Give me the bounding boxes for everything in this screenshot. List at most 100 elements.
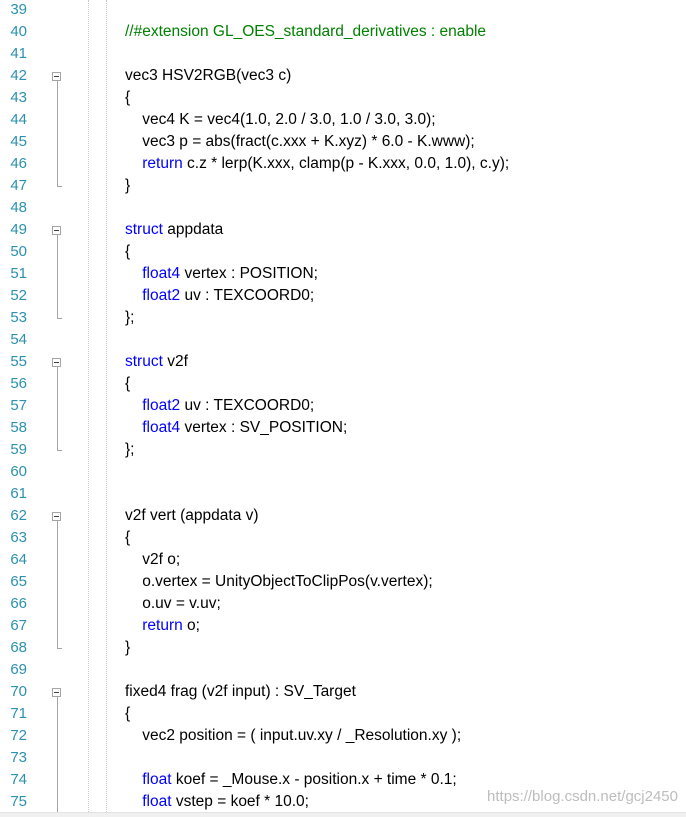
collapse-icon[interactable] [52, 226, 61, 235]
code-token [125, 617, 142, 634]
fold-range-line [57, 81, 58, 186]
code-line[interactable]: } [125, 175, 130, 197]
code-line[interactable]: }; [125, 439, 134, 461]
code-line[interactable]: { [125, 373, 130, 395]
fold-range-line [57, 697, 58, 816]
line-number: 47 [10, 177, 27, 194]
line-number: 75 [10, 793, 27, 810]
fold-range-line [57, 367, 58, 450]
line-number: 49 [10, 221, 27, 238]
code-line[interactable]: v2f o; [125, 549, 180, 571]
code-token: } [125, 639, 131, 656]
line-number: 66 [10, 595, 27, 612]
code-token: vertex : POSITION; [180, 265, 318, 282]
code-line[interactable]: { [125, 703, 130, 725]
code-keyword: float [142, 793, 172, 810]
code-token: uv : TEXCOORD0; [180, 397, 315, 414]
code-token [125, 397, 142, 414]
code-token: }; [125, 309, 135, 326]
code-token: vec3 p = abs(fract(c.xxx + K.xyz) * 6.0 … [125, 133, 475, 150]
fold-end-mark [57, 186, 62, 187]
code-line[interactable]: fixed4 frag (v2f input) : SV_Target [125, 681, 356, 703]
code-token: c.z * lerp(K.xxx, clamp(p - K.xxx, 0.0, … [182, 155, 510, 172]
code-token: v2f o; [125, 551, 181, 568]
line-number: 68 [10, 639, 27, 656]
line-number: 41 [10, 45, 27, 62]
code-line[interactable]: } [125, 637, 130, 659]
indent-guide [106, 0, 107, 812]
line-number: 57 [10, 397, 27, 414]
code-token: vec3 HSV2RGB(vec3 c) [125, 67, 292, 84]
code-line[interactable]: struct appdata [125, 219, 223, 241]
code-token: } [125, 177, 131, 194]
collapse-icon[interactable] [52, 512, 61, 521]
code-line[interactable]: float4 vertex : POSITION; [125, 263, 318, 285]
code-token: vertex : SV_POSITION; [180, 419, 348, 436]
code-line[interactable]: { [125, 87, 130, 109]
collapse-icon[interactable] [52, 688, 61, 697]
code-token: appdata [162, 221, 224, 238]
line-number: 44 [10, 111, 27, 128]
code-line[interactable]: return o; [125, 615, 200, 637]
fold-end-mark [57, 648, 62, 649]
line-number: 61 [10, 485, 27, 502]
horizontal-scrollbar[interactable] [0, 812, 686, 817]
code-token: }; [125, 441, 135, 458]
code-line[interactable]: return c.z * lerp(K.xxx, clamp(p - K.xxx… [125, 153, 509, 175]
code-line[interactable]: vec3 HSV2RGB(vec3 c) [125, 65, 291, 87]
line-number: 59 [10, 441, 27, 458]
code-line[interactable]: vec4 K = vec4(1.0, 2.0 / 3.0, 1.0 / 3.0,… [125, 109, 436, 131]
line-number: 43 [10, 89, 27, 106]
line-number: 50 [10, 243, 27, 260]
code-token: v2f vert (appdata v) [125, 507, 259, 524]
code-text-area[interactable]: //#extension GL_OES_standard_derivatives… [105, 0, 686, 816]
line-number: 65 [10, 573, 27, 590]
line-number: 62 [10, 507, 27, 524]
code-line[interactable]: { [125, 527, 130, 549]
code-keyword: return [142, 617, 183, 634]
code-token [125, 265, 142, 282]
code-token: fixed4 frag (v2f input) : SV_Target [125, 683, 356, 700]
code-line[interactable]: v2f vert (appdata v) [125, 505, 259, 527]
code-token: o; [182, 617, 200, 634]
code-token [125, 793, 142, 810]
code-line[interactable]: vec2 position = ( input.uv.xy / _Resolut… [125, 725, 461, 747]
code-token: { [125, 89, 131, 106]
code-keyword: struct [125, 353, 163, 370]
line-number: 56 [10, 375, 27, 392]
code-keyword: float2 [142, 397, 181, 414]
code-keyword: return [142, 155, 183, 172]
code-token: vec4 K = vec4(1.0, 2.0 / 3.0, 1.0 / 3.0,… [125, 111, 436, 128]
line-number: 42 [10, 67, 27, 84]
code-line[interactable]: float vstep = koef * 10.0; [125, 791, 309, 813]
line-number: 69 [10, 661, 27, 678]
code-line[interactable]: float2 uv : TEXCOORD0; [125, 285, 314, 307]
code-line[interactable]: float2 uv : TEXCOORD0; [125, 395, 314, 417]
code-line[interactable]: { [125, 241, 130, 263]
code-line[interactable]: //#extension GL_OES_standard_derivatives… [125, 21, 486, 43]
code-token: o.uv = v.uv; [125, 595, 221, 612]
code-line[interactable]: o.uv = v.uv; [125, 593, 221, 615]
line-number: 67 [10, 617, 27, 634]
line-number: 45 [10, 133, 27, 150]
collapse-icon[interactable] [52, 72, 61, 81]
code-token: uv : TEXCOORD0; [180, 287, 315, 304]
line-number: 53 [10, 309, 27, 326]
code-line[interactable]: float koef = _Mouse.x - position.x + tim… [125, 769, 456, 791]
collapse-icon[interactable] [52, 358, 61, 367]
fold-range-line [57, 521, 58, 648]
line-number: 64 [10, 551, 27, 568]
code-line[interactable]: float4 vertex : SV_POSITION; [125, 417, 347, 439]
line-number: 71 [10, 705, 27, 722]
line-number: 52 [10, 287, 27, 304]
code-token: { [125, 243, 131, 260]
code-line[interactable]: }; [125, 307, 134, 329]
code-token [125, 419, 142, 436]
line-number: 72 [10, 727, 27, 744]
code-line[interactable]: struct v2f [125, 351, 188, 373]
line-number: 40 [10, 23, 27, 40]
code-line[interactable]: vec3 p = abs(fract(c.xxx + K.xyz) * 6.0 … [125, 131, 475, 153]
code-line[interactable]: o.vertex = UnityObjectToClipPos(v.vertex… [125, 571, 432, 593]
code-keyword: float2 [142, 287, 181, 304]
